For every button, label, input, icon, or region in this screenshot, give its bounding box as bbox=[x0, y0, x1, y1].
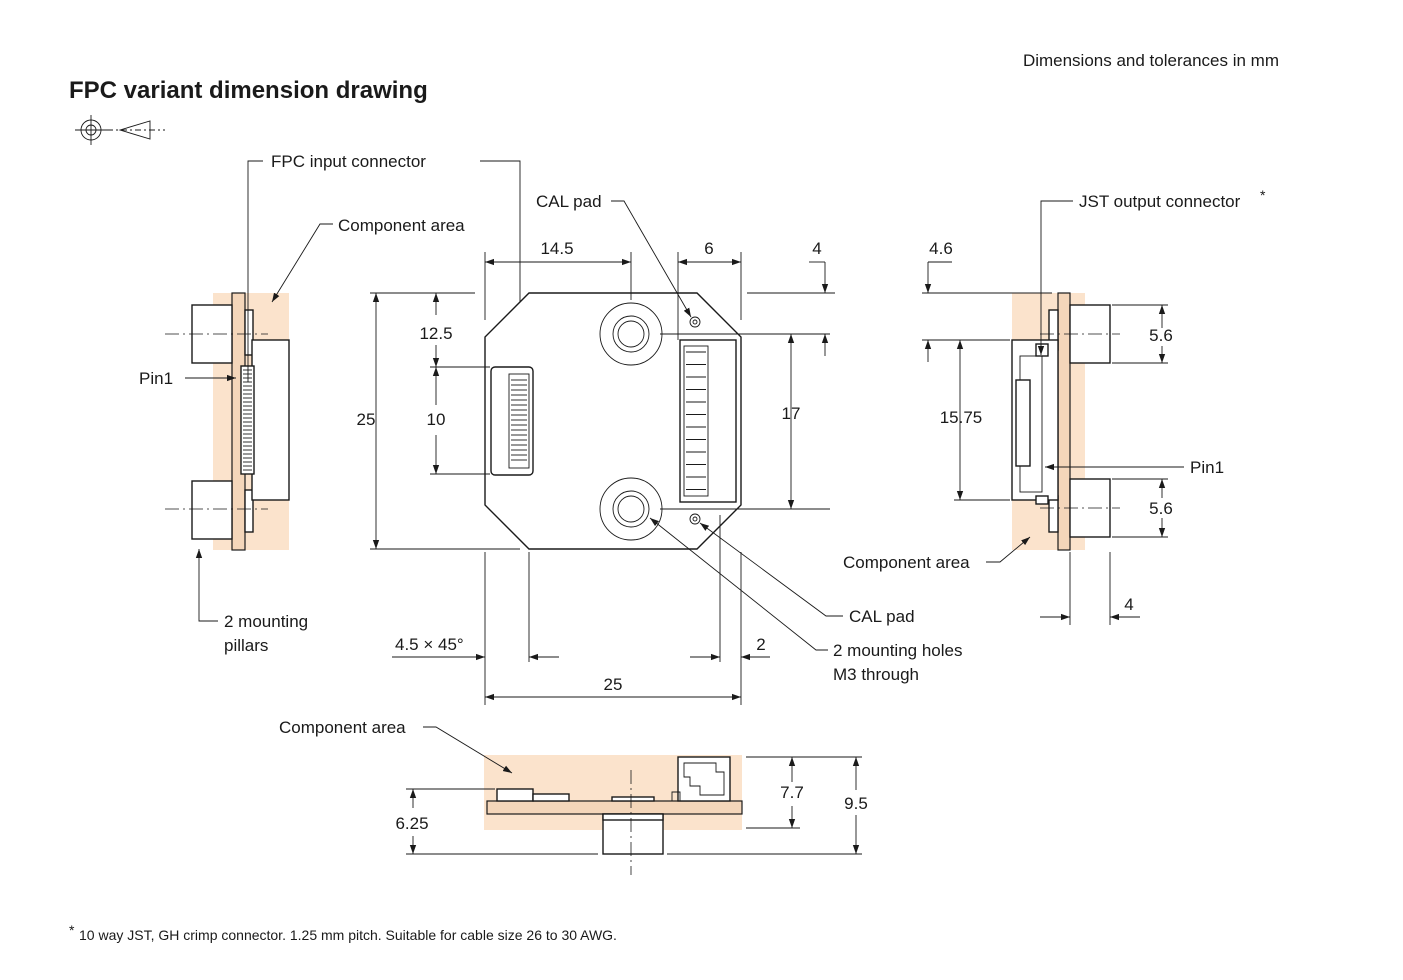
first-angle-projection-icon bbox=[75, 115, 165, 145]
dim-4-6: 4.6 bbox=[929, 239, 953, 258]
dim-12-5: 12.5 bbox=[419, 324, 452, 343]
fpc-input-leader-left bbox=[247, 160, 263, 382]
cal-pad-bottom bbox=[689, 513, 701, 525]
dim-25-vertical: 25 bbox=[357, 410, 376, 429]
dim-9-5: 9.5 bbox=[844, 794, 868, 813]
top-view-dimensions: 14.5 6 4 25 12.5 10 17 4.5 × 45° 2 25 bbox=[357, 239, 835, 705]
component-area-left-label: Component area bbox=[338, 216, 465, 235]
pin1-left-label: Pin1 bbox=[139, 369, 173, 388]
fpc-input-connector-label: FPC input connector bbox=[271, 152, 426, 171]
cal-pad-top bbox=[689, 316, 701, 328]
fpc-connector-top bbox=[490, 366, 534, 476]
mounting-holes-label-1: 2 mounting holes bbox=[833, 641, 962, 660]
page-title: FPC variant dimension drawing bbox=[69, 77, 428, 104]
component-area-bottom-label: Component area bbox=[279, 718, 406, 737]
jst-output-connector-label: JST output connector bbox=[1079, 192, 1241, 211]
pillar-bottom bbox=[191, 480, 233, 540]
footnote-mark: * bbox=[69, 922, 75, 938]
pcb-front bbox=[486, 800, 743, 815]
fpc-input-leader-right bbox=[480, 160, 524, 365]
fpc-connector-side bbox=[240, 365, 255, 475]
dim-5-6-top: 5.6 bbox=[1149, 326, 1173, 345]
units-note: Dimensions and tolerances in mm bbox=[1023, 51, 1279, 70]
dim-4-top: 4 bbox=[812, 239, 821, 258]
jst-connector-front bbox=[677, 756, 731, 802]
jst-asterisk: * bbox=[1260, 187, 1266, 203]
left-side-view bbox=[165, 292, 290, 551]
right-view-dimensions: 4.6 15.75 5.6 5.6 4 bbox=[922, 239, 1173, 625]
dim-5-6-bottom: 5.6 bbox=[1149, 499, 1173, 518]
dim-6-25: 6.25 bbox=[395, 814, 428, 833]
dim-chamfer: 4.5 × 45° bbox=[395, 635, 464, 654]
jst-connector-side bbox=[251, 339, 290, 501]
mounting-pillars-label-2: pillars bbox=[224, 636, 268, 655]
dim-2: 2 bbox=[756, 635, 765, 654]
dim-15-75: 15.75 bbox=[940, 408, 983, 427]
right-side-view bbox=[1011, 292, 1120, 551]
dim-25-horizontal: 25 bbox=[604, 675, 623, 694]
dim-17: 17 bbox=[782, 404, 801, 423]
dim-10: 10 bbox=[427, 410, 446, 429]
footnote-text: 10 way JST, GH crimp connector. 1.25 mm … bbox=[79, 927, 617, 943]
component-area-right-label: Component area bbox=[843, 553, 970, 572]
dim-4-right: 4 bbox=[1124, 595, 1133, 614]
dim-7-7: 7.7 bbox=[780, 783, 804, 802]
pin1-right-label: Pin1 bbox=[1190, 458, 1224, 477]
mounting-pillars-label-1: 2 mounting bbox=[224, 612, 308, 631]
cal-pad-top-label: CAL pad bbox=[536, 192, 602, 211]
top-view bbox=[484, 292, 742, 550]
front-view-dimensions: 7.7 9.5 6.25 bbox=[395, 756, 868, 855]
dim-6: 6 bbox=[704, 239, 713, 258]
board-outline bbox=[484, 292, 742, 550]
pcb-edge-right bbox=[1057, 292, 1071, 551]
mounting-holes-label-2: M3 through bbox=[833, 665, 919, 684]
cal-pad-bottom-label: CAL pad bbox=[849, 607, 915, 626]
dim-14-5: 14.5 bbox=[540, 239, 573, 258]
front-view bbox=[484, 755, 743, 875]
